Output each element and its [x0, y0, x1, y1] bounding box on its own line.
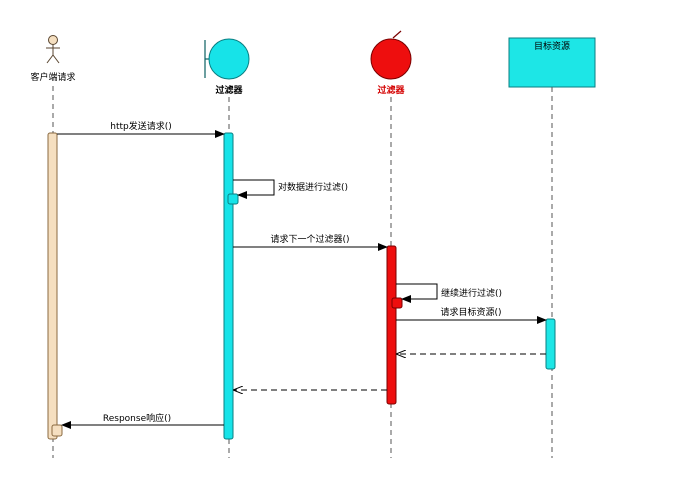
target-resource: 目标资源 [508, 37, 596, 88]
activation-client-return [51, 424, 63, 437]
actor-client-label: 客户端请求 [30, 71, 75, 83]
message-response-label: Response响应() [103, 412, 171, 424]
control-filter: 过滤器 [370, 30, 412, 96]
boundary-filter: 过滤器 [204, 38, 250, 96]
message-http-request-label: http发送请求() [110, 120, 172, 132]
message-filter-data-label: 对数据进行过滤() [278, 181, 348, 193]
actor-head-icon [48, 35, 58, 45]
message-filter-data: 对数据进行过滤() [233, 179, 348, 199]
message-http-request: http发送请求() [57, 120, 225, 138]
control-filter-label: 过滤器 [377, 84, 405, 96]
activation-control-self [391, 297, 403, 309]
activation-control [386, 245, 397, 405]
message-request-target-label: 请求目标资源() [440, 306, 501, 318]
actor-client: 客户端请求 [30, 35, 76, 83]
control-icon [370, 38, 412, 80]
activation-boundary-self [227, 193, 239, 205]
boundary-filter-label: 过滤器 [215, 84, 243, 96]
activation-client [47, 132, 58, 440]
message-next-filter-label: 请求下一个过滤器() [270, 233, 349, 245]
activation-target [545, 318, 556, 370]
message-request-target: 请求目标资源() [396, 306, 547, 324]
boundary-icon [208, 38, 250, 80]
activation-boundary [223, 132, 234, 440]
message-continue-filter: 继续进行过滤() [396, 283, 502, 303]
target-resource-label: 目标资源 [534, 40, 570, 52]
message-next-filter: 请求下一个过滤器() [233, 233, 388, 251]
message-response: Response响应() [61, 412, 224, 429]
message-continue-filter-label: 继续进行过滤() [441, 287, 502, 299]
